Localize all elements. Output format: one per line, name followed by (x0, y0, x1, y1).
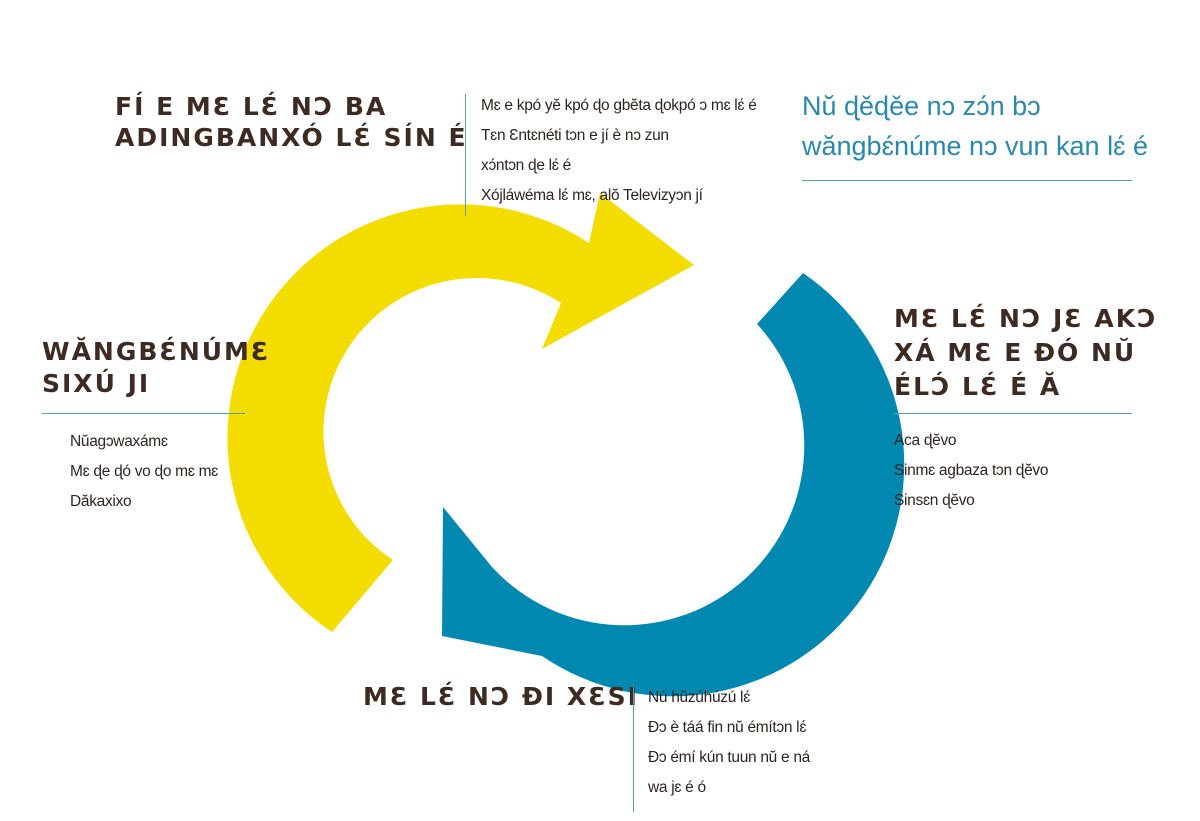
tagline-line-2: wăngbɛ́núme nɔ vun kan lɛ́ é (802, 131, 1148, 161)
list-item: Đɔ émí kún tuun nŭ e ná (648, 749, 810, 766)
right-heading-line-1: MƐ LƐ́ NƆ JƐ AKƆ (894, 304, 1158, 333)
list-item: Dăkaxixo (70, 493, 132, 510)
right-divider (894, 413, 1132, 414)
list-item: Sinmɛ agbaza tɔn ɖĕvo (894, 462, 1049, 479)
list-item: Mɛ e kpó yĕ kpó ɖo gbĕta ɖokpó ɔ mɛ lɛ́ … (481, 97, 757, 114)
top-item-list: Mɛ e kpó yĕ kpó ɖo gbĕta ɖokpó ɔ mɛ lɛ́ … (481, 91, 757, 211)
list-item: Nú hŭzúhúzú lɛ́ (648, 689, 750, 706)
left-heading-line-2: SIXÚ JI (42, 369, 151, 398)
left-item-list: Nŭagɔwaxámɛ Mɛ ɖe ɖó vo ɖo mɛ mɛ Dăkaxix… (70, 427, 218, 517)
yellow-cycle-arrow (227, 193, 694, 632)
left-divider (42, 413, 245, 414)
list-item: Xójláwéma lɛ́ mɛ, alŏ Televizyɔn jí (481, 187, 703, 204)
bottom-heading: MƐ LƐ́ NƆ ĐI XƐSI (363, 682, 639, 711)
list-item: Mɛ ɖe ɖó vo ɖo mɛ mɛ (70, 463, 218, 480)
right-item-list: Aca ɖĕvo Sinmɛ agbaza tɔn ɖĕvo Sinsɛn ɖĕ… (894, 426, 1048, 516)
bottom-divider (633, 686, 634, 812)
right-heading-line-3: ÉLƆ́ LƐ́ É Ă (894, 372, 1062, 401)
list-item: Aca ɖĕvo (894, 432, 957, 449)
top-heading-line-1: FÍ E MƐ LƐ́ NƆ BA (115, 92, 388, 121)
tagline-divider (802, 180, 1132, 181)
list-item: wa jɛ é ó (648, 779, 706, 796)
blue-cycle-arrow (442, 273, 905, 697)
list-item: Sinsɛn ɖĕvo (894, 492, 975, 509)
bottom-item-list: Nú hŭzúhúzú lɛ́ Đɔ è táá fin nŭ émítɔn l… (648, 683, 810, 803)
tagline-line-1: Nŭ ɖěɖěe nɔ zɔ́n bɔ (802, 91, 1041, 121)
right-heading-line-2: XÁ MƐ E ĐÓ NŬ (894, 338, 1137, 367)
left-heading-line-1: WĂNGBƐ́NÚMƐ (42, 337, 271, 366)
list-item: Nŭagɔwaxámɛ (70, 433, 168, 450)
top-heading-line-2: ADINGBANXÓ LƐ́ SÍN É (115, 123, 468, 152)
list-item: Đɔ è táá fin nŭ émítɔn lɛ́ (648, 719, 807, 736)
list-item: Tɛn Ɛntɛnéti tɔn e jí è nɔ zun (481, 127, 669, 144)
top-divider (465, 94, 466, 216)
list-item: xɔ́ntɔn ɖe lɛ́ é (481, 157, 571, 174)
